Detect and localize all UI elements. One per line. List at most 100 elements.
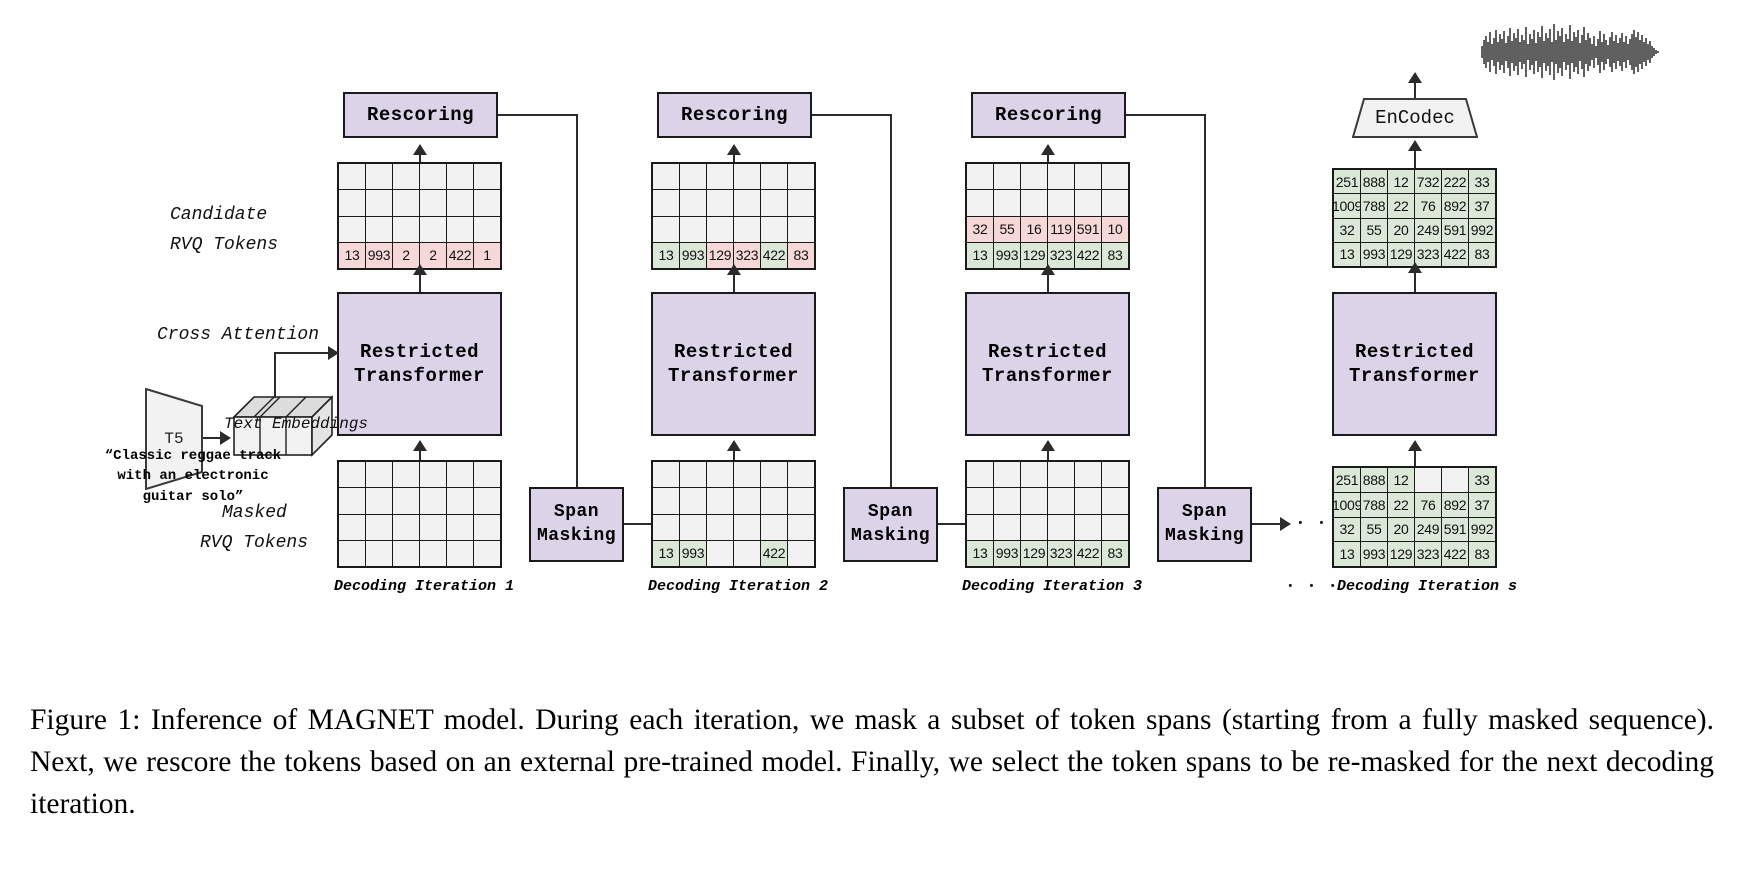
token-cell <box>393 540 419 566</box>
encodec-box: EnCodec <box>1352 98 1478 138</box>
wire-rescoring3-to-span3 <box>1126 114 1206 116</box>
masked-grid-iter1 <box>337 460 502 568</box>
wire-rescoring1-down <box>576 114 578 487</box>
token-cell <box>967 462 993 488</box>
token-cell: 422 <box>447 242 473 268</box>
token-cell <box>420 164 446 190</box>
token-cell: 1009 <box>1334 492 1360 517</box>
token-cell <box>1021 164 1047 190</box>
token-cell <box>788 164 814 190</box>
token-cell <box>653 216 679 242</box>
token-cell: 251 <box>1334 170 1360 194</box>
arrowhead-transformers-to-cands <box>1408 262 1422 273</box>
token-cell <box>420 540 446 566</box>
token-cell <box>734 164 760 190</box>
token-cell <box>967 164 993 190</box>
token-cell <box>1102 488 1128 514</box>
token-cell: 992 <box>1469 218 1495 242</box>
token-cell: 32 <box>1334 218 1360 242</box>
transformer-label-line1: Restricted <box>1354 340 1475 363</box>
arrowhead-cand3-to-rescoring <box>1041 144 1055 155</box>
token-cell: 1 <box>474 242 500 268</box>
arrowhead-masked3-to-transformer3 <box>1041 440 1055 451</box>
token-cell: 13 <box>339 242 365 268</box>
token-cell <box>761 216 787 242</box>
token-cell <box>967 190 993 216</box>
token-cell <box>761 164 787 190</box>
token-cell: 323 <box>734 242 760 268</box>
token-cell <box>420 462 446 488</box>
token-cell: 422 <box>1075 540 1101 566</box>
token-cell <box>788 462 814 488</box>
token-cell: 323 <box>1048 242 1074 268</box>
token-cell <box>393 190 419 216</box>
token-cell <box>734 462 760 488</box>
token-cell <box>366 488 392 514</box>
token-cell <box>1442 468 1468 492</box>
token-cell: 422 <box>1442 542 1468 566</box>
token-cell: 422 <box>1075 242 1101 268</box>
token-cell: 993 <box>366 242 392 268</box>
arrowhead-embeddings-to-transformer1 <box>328 346 339 360</box>
token-cell: 55 <box>994 216 1020 242</box>
token-cell: 993 <box>680 242 706 268</box>
token-cell: 20 <box>1388 517 1414 542</box>
token-cell <box>1048 514 1074 540</box>
rescoring-label: Rescoring <box>994 103 1103 126</box>
token-cell <box>1021 488 1047 514</box>
token-cell <box>734 488 760 514</box>
arrow-shaft-cands-to-encodec <box>1414 148 1416 170</box>
audio-waveform-icon <box>1481 24 1659 80</box>
token-cell <box>734 540 760 566</box>
token-cell: 32 <box>967 216 993 242</box>
iteration-caption-1: Decoding Iteration 1 <box>334 578 515 595</box>
token-cell: 83 <box>1102 242 1128 268</box>
token-cell: 251 <box>1334 468 1360 492</box>
token-cell <box>653 488 679 514</box>
span-masking-label-line2: Masking <box>850 525 931 546</box>
transformer-label-line2: Transformer <box>668 365 799 387</box>
token-cell <box>1102 514 1128 540</box>
token-cell: 788 <box>1361 492 1387 517</box>
token-cell <box>1075 462 1101 488</box>
token-cell: 76 <box>1415 194 1441 218</box>
arrow-shaft-transformer2-to-cand2 <box>733 272 735 294</box>
token-cell: 22 <box>1388 194 1414 218</box>
token-cell <box>967 514 993 540</box>
token-cell <box>474 540 500 566</box>
wire-rescoring2-down <box>890 114 892 487</box>
token-cell: 249 <box>1415 218 1441 242</box>
token-cell: 888 <box>1361 170 1387 194</box>
restricted-transformer-box-iter3: Restricted Transformer <box>965 292 1130 436</box>
token-cell <box>761 514 787 540</box>
wire-embeddings-up <box>274 352 276 398</box>
wire-span3-to-ellipsis <box>1252 523 1284 525</box>
wire-span1-to-masked2 <box>624 523 656 525</box>
arrowhead-cand2-to-rescoring <box>727 144 741 155</box>
masked-label-line1: Masked <box>222 503 287 523</box>
token-cell <box>447 514 473 540</box>
token-cell <box>994 164 1020 190</box>
token-cell <box>339 514 365 540</box>
token-cell <box>707 164 733 190</box>
rescoring-label: Rescoring <box>366 103 475 126</box>
token-cell: 249 <box>1415 517 1441 542</box>
encodec-label: EnCodec <box>1375 107 1455 129</box>
token-cell: 83 <box>1102 540 1128 566</box>
token-cell: 55 <box>1361 517 1387 542</box>
token-cell: 12 <box>1388 468 1414 492</box>
masked-label-line2: RVQ Tokens <box>200 533 309 553</box>
token-cell: 20 <box>1388 218 1414 242</box>
restricted-transformer-box-iter-s: Restricted Transformer <box>1332 292 1497 436</box>
token-cell <box>653 462 679 488</box>
token-cell: 13 <box>967 242 993 268</box>
arrow-shaft-encodec-to-waveform <box>1414 82 1416 100</box>
token-cell: 119 <box>1048 216 1074 242</box>
token-cell <box>1075 514 1101 540</box>
token-cell: 993 <box>994 540 1020 566</box>
token-cell <box>1102 190 1128 216</box>
wire-embeddings-to-transformer1 <box>274 352 330 354</box>
